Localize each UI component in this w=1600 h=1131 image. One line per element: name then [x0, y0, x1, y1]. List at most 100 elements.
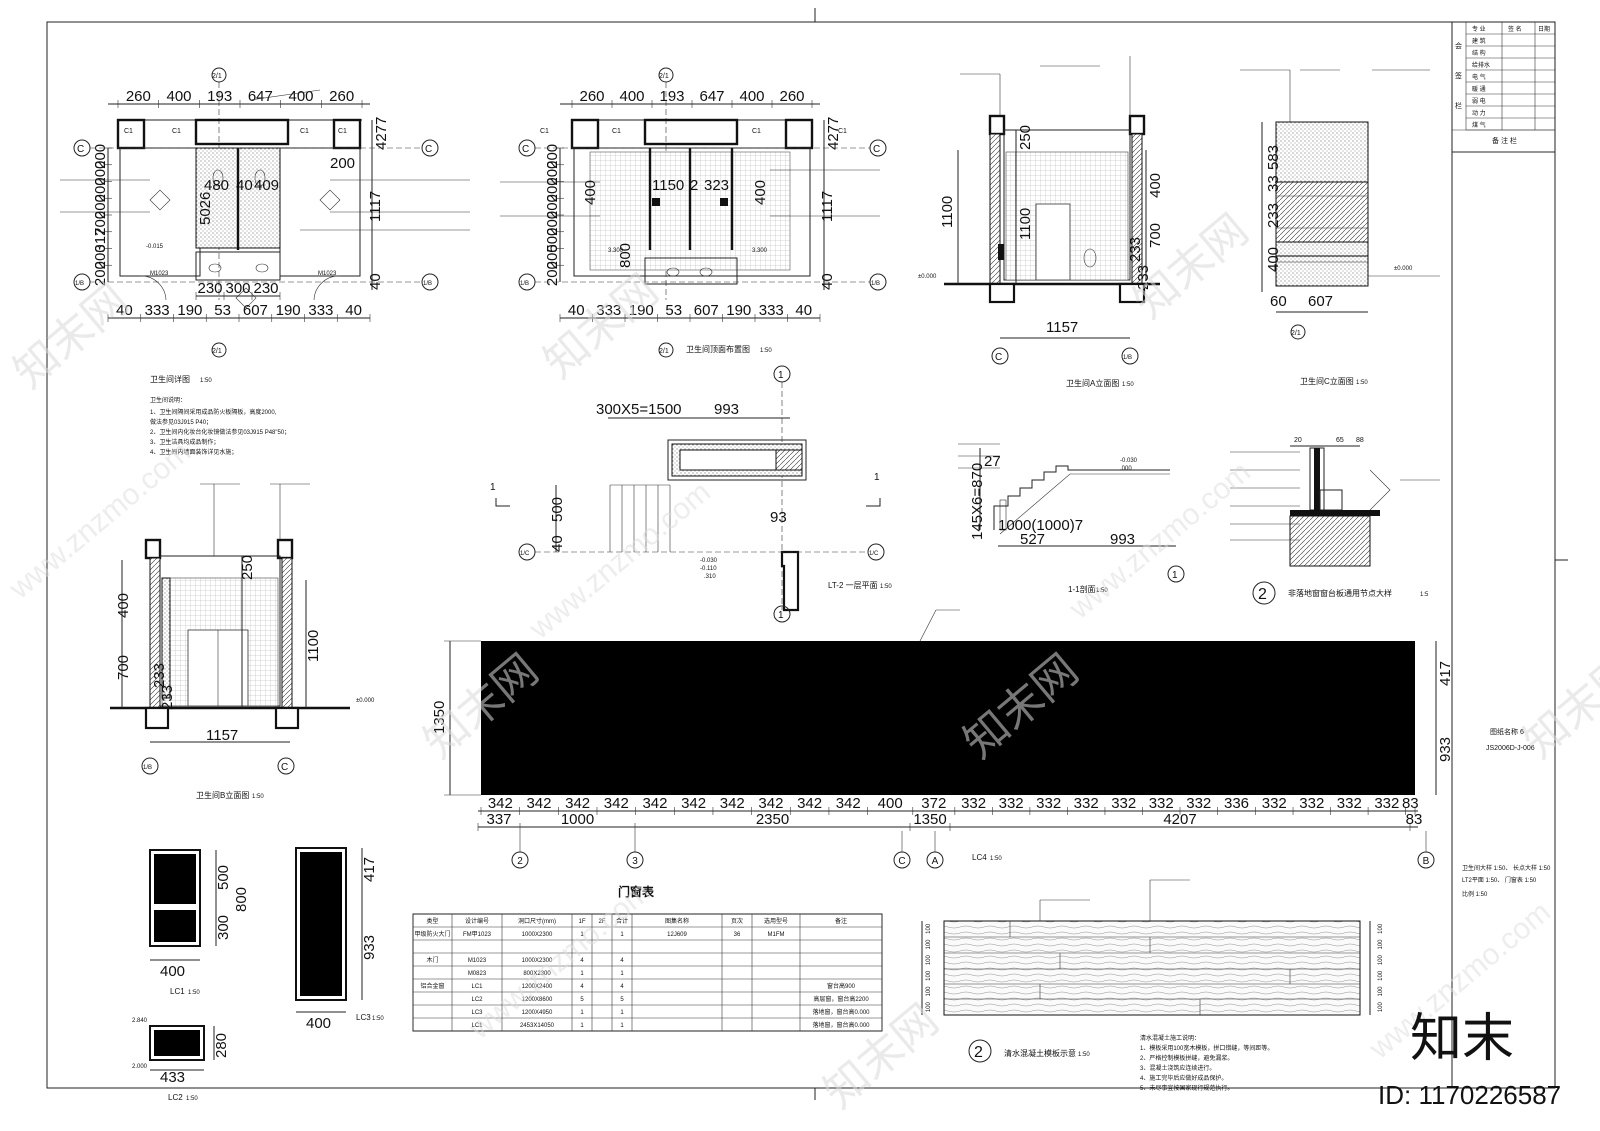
plan1-inner-480: 480 [204, 177, 229, 194]
plan1-left-dim-1: 200 [92, 161, 109, 186]
plan2-left-dim-3: 200 [544, 194, 561, 219]
schedule-cell-7-2: 2453X14050 [520, 1023, 555, 1029]
plan1-note-5: 4、卫生间内墙面装饰详见水施； [150, 448, 237, 456]
elev-a-dim-700: 700 [1147, 223, 1164, 248]
formwork-dim-l-2: 100 [926, 955, 932, 966]
plan2-bot-dim-3: 53 [665, 302, 682, 319]
lc4-axis-label-0: 2 [517, 856, 523, 867]
plan2-top-dim-5: 260 [779, 88, 804, 105]
scale-note-1: 卫生间大样 1:50、 长点大样 1:50 [1462, 864, 1551, 872]
plan2-axis-bottom: 2/1 [659, 348, 669, 355]
plan1-left-dim-2: 200 [92, 177, 109, 202]
lc4-bay-dim-14: 332 [1036, 795, 1061, 812]
lc4-window-body [481, 641, 1415, 795]
schedule-cell-4-1: LC1 [471, 984, 483, 990]
lc3-dim-417: 417 [361, 857, 378, 882]
lc4-bay-dim-19: 336 [1224, 795, 1249, 812]
plan2-title: 卫生间顶面布置图 [686, 344, 750, 354]
formwork-dim-r-4: 100 [1378, 986, 1384, 997]
tb-row-0: 建 筑 [1472, 37, 1486, 45]
plan2-inner-400b: 400 [752, 180, 769, 205]
formwork-dim-l-1: 100 [926, 939, 932, 950]
schedule-cell-0-0: 甲级防火大门 [414, 930, 450, 938]
stair-plan-title: LT-2 一层平面 [828, 581, 878, 590]
elev-a-axis-1b: 1/B [1123, 355, 1132, 361]
plan2-left-dim-5: 500 [544, 228, 561, 253]
node-title: 非落地窗窗台板通用节点大样 [1288, 588, 1392, 598]
sect-c-axis: 2/1 [1291, 330, 1301, 337]
lc2-title: LC2 [168, 1093, 183, 1102]
plan1-bot2-dim-7: 40 [345, 302, 362, 319]
lc4-bay-dim-2: 342 [565, 795, 590, 812]
schedule-header-9: 备注 [835, 917, 847, 925]
stair-axis-1c-right: 1/C [869, 551, 879, 557]
plan1-top-dim-1: 400 [166, 88, 191, 105]
stair-sec-scale: 1:50 [1096, 588, 1108, 594]
schedule-cell-4-0: 铝合金窗 [420, 982, 444, 990]
elev-a-scale: 1:50 [1122, 382, 1134, 388]
elev-b-dim-250: 250 [239, 555, 256, 580]
plan1-c1-c: C1 [300, 128, 309, 135]
remark-label: 备 注 栏 [1492, 136, 1517, 145]
elev-a-dim-1157: 1157 [1046, 319, 1078, 336]
elev-a-dim-1100-mid: 1100 [1017, 208, 1034, 240]
sheet-border [46, 21, 1556, 1089]
node-scale: 1:5 [1420, 592, 1429, 598]
formwork-dim-l-5: 100 [926, 1002, 932, 1013]
plan2-c1-b: C1 [612, 128, 621, 135]
plan2-axis-top: 2/1 [659, 73, 669, 80]
lc4-axis-dim-4: 4207 [1163, 811, 1196, 828]
lc4-bay-dim-24: 83 [1402, 795, 1419, 812]
plan1-axis-c-right: C [425, 144, 432, 155]
plan2-inner-400a: 400 [582, 180, 599, 205]
elev-b-level: ±0.000 [356, 698, 375, 704]
lc4-bay-dim-15: 332 [1074, 795, 1099, 812]
lc4-bay-dim-7: 342 [758, 795, 783, 812]
scale-note-2: LT2平面 1:50、 门窗表 1:50 [1462, 876, 1537, 884]
lc1-dim-300: 300 [215, 915, 232, 940]
schedule-cell-3-2: 800X2300 [523, 971, 551, 977]
formwork-dim-l-0: 100 [926, 923, 932, 934]
plan2-bot-dim-6: 333 [759, 302, 784, 319]
plan1-top-dim-4: 400 [288, 88, 313, 105]
plan1-left-dim-5: 317 [92, 228, 109, 253]
plan2-dim-right-4277: 4277 [825, 117, 842, 150]
stair-sec-level-b: .000 [1120, 466, 1132, 472]
lc4-axis-circle-3 [926, 851, 944, 869]
elev-a-dim-233b: 233 [1135, 265, 1152, 290]
node-num: 2 [1258, 586, 1267, 603]
elev-b-dim-233b: 233 [159, 685, 176, 710]
plan1-scale: 1:50 [200, 378, 212, 384]
plan2-axis-1b-right: 1/B [871, 281, 880, 287]
lc2-dim-280: 280 [213, 1033, 230, 1058]
watermark-site-4: www.znzmo.com [463, 875, 657, 1046]
lc4-bay-dim-10: 400 [878, 795, 903, 812]
plan1-bot2-dim-3: 53 [214, 302, 231, 319]
plan2-top-dim-2: 193 [659, 88, 684, 105]
watermark-site-3: www.znzmo.com [1063, 455, 1257, 626]
schedule-cell-7-5: 1 [620, 1023, 624, 1029]
plan1-dim-right-4277: 4277 [373, 117, 390, 150]
schedule-cell-0-5: 1 [620, 932, 624, 938]
tb-header-0: 专 业 [1472, 25, 1486, 33]
lc4-title: LC4 [972, 853, 987, 862]
lc4-axis-dim-0: 337 [486, 811, 511, 828]
schedule-cell-6-5: 1 [620, 1010, 624, 1016]
lc4-bay-dim-13: 332 [999, 795, 1024, 812]
sect-c-scale: 1:50 [1356, 380, 1368, 386]
tb-row-7: 煤 气 [1472, 121, 1486, 129]
plan2-left-dim-7: 200 [544, 261, 561, 286]
stair-level-3: .310 [704, 574, 716, 580]
stair-sec-dim-27: 27 [984, 453, 1001, 470]
lc4-bay-dim-17: 332 [1149, 795, 1174, 812]
formwork-note-4: 4、施工完毕后应做好成品保护。 [1140, 1074, 1227, 1082]
lc4-bay-dim-23: 332 [1374, 795, 1399, 812]
node-dim-65: 65 [1336, 437, 1344, 444]
stair-sec-axis: 1 [1172, 570, 1178, 581]
plan2-scale: 1:50 [760, 348, 772, 354]
lc4-axis-circle-1 [626, 851, 644, 869]
side-label-3: 栏 [1455, 101, 1462, 110]
stair-dim-93: 93 [770, 509, 787, 526]
